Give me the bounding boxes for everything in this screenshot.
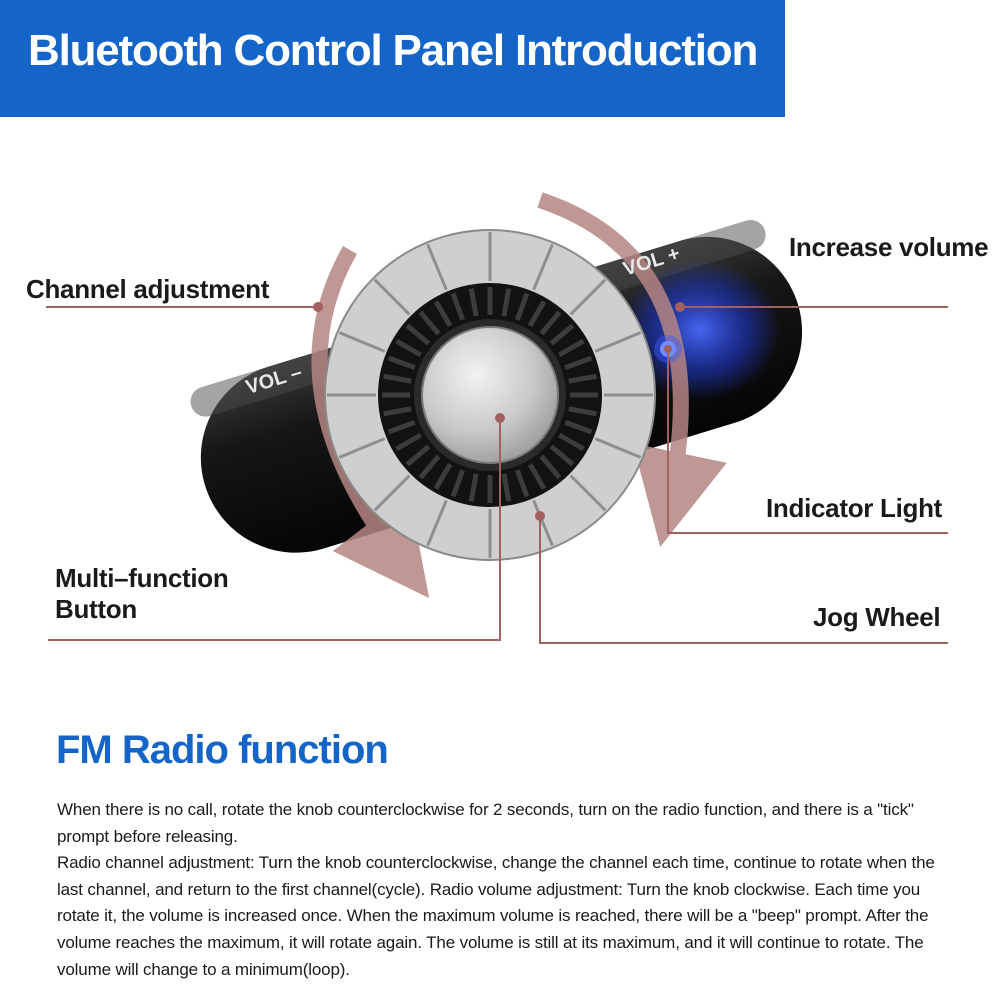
inner-ring-rib bbox=[468, 288, 479, 317]
inner-ring-rib bbox=[558, 338, 585, 358]
inner-ring-rib bbox=[395, 338, 422, 358]
callout-line-jogwheel bbox=[539, 516, 948, 644]
jog-wheel-segment-divider bbox=[373, 474, 411, 512]
jog-wheel-segment-divider bbox=[426, 243, 448, 291]
inner-ring-rib bbox=[539, 454, 562, 480]
inner-ring-rib bbox=[418, 454, 441, 480]
inner-ring-rib bbox=[568, 373, 597, 384]
inner-ring-rib bbox=[501, 473, 512, 502]
page-title: Bluetooth Control Panel Introduction bbox=[28, 26, 758, 75]
jog-wheel-segment-divider bbox=[569, 474, 607, 512]
callout-indicator-light: Indicator Light bbox=[766, 493, 943, 523]
jog-wheel-segment-divider bbox=[532, 243, 554, 291]
inner-ring-rib bbox=[433, 300, 453, 327]
callout-increase-volume: Increase volume bbox=[789, 232, 989, 262]
fm-description: When there is no call, rotate the knob c… bbox=[57, 797, 957, 983]
inner-ring-rib bbox=[450, 469, 465, 498]
callout-channel-adjustment: Channel adjustment bbox=[26, 274, 270, 304]
inner-ring-rib bbox=[558, 432, 585, 452]
jog-wheel-segment-divider bbox=[569, 278, 607, 316]
inner-ring-rib bbox=[468, 473, 479, 502]
inner-ring-rib bbox=[405, 444, 431, 467]
rotation-arrow-right bbox=[537, 192, 727, 547]
inner-ring-rib bbox=[383, 406, 412, 417]
inner-ring-rib bbox=[387, 420, 416, 435]
rotation-arrow-left bbox=[311, 246, 430, 599]
jog-wheel-segments bbox=[327, 232, 653, 558]
inner-ring-rib bbox=[564, 355, 593, 370]
jog-wheel-segment-divider bbox=[426, 499, 448, 547]
inner-ring-rib bbox=[549, 444, 575, 467]
inner-ring-rib bbox=[549, 323, 575, 346]
inner-ring-rib bbox=[433, 463, 453, 490]
inner-ring-rib bbox=[539, 310, 562, 336]
header-banner: Bluetooth Control Panel Introduction bbox=[0, 0, 785, 117]
inner-ring-rib bbox=[515, 292, 530, 321]
control-panel-diagram: VOL + VOL – bbox=[46, 192, 948, 644]
inner-ring-rib bbox=[395, 432, 422, 452]
jog-wheel-segment-divider bbox=[373, 278, 411, 316]
callout-multi-function-button: Multi–function Button bbox=[55, 563, 229, 624]
jog-wheel-segment-divider bbox=[338, 437, 386, 459]
multi-function-button bbox=[421, 326, 559, 464]
inner-ring-rib bbox=[383, 373, 412, 384]
inner-ring-rib bbox=[450, 292, 465, 321]
inner-ring-ribs bbox=[382, 287, 598, 503]
jog-wheel-segment-divider bbox=[594, 437, 642, 459]
callout-line-indicator bbox=[667, 349, 948, 534]
callout-line-multifunction bbox=[48, 418, 501, 641]
inner-ring-rib bbox=[387, 355, 416, 370]
inner-ring-rib bbox=[527, 300, 547, 327]
inner-ring-rib bbox=[564, 420, 593, 435]
inner-ring-rib bbox=[527, 463, 547, 490]
jog-wheel-segment-divider bbox=[594, 331, 642, 353]
inner-ring-rib bbox=[501, 288, 512, 317]
fm-paragraph: Radio channel adjustment: Turn the knob … bbox=[57, 853, 935, 979]
jog-wheel-segment-divider bbox=[338, 331, 386, 353]
callout-jog-wheel: Jog Wheel bbox=[813, 602, 941, 632]
jog-wheel-segment-divider bbox=[532, 499, 554, 547]
fm-paragraph: When there is no call, rotate the knob c… bbox=[57, 800, 914, 846]
inner-ring-rib bbox=[418, 310, 441, 336]
inner-ring-rib bbox=[515, 469, 530, 498]
inner-ring-rib bbox=[405, 323, 431, 346]
inner-ring-rib bbox=[568, 406, 597, 417]
fm-section-title: FM Radio function bbox=[56, 728, 389, 772]
